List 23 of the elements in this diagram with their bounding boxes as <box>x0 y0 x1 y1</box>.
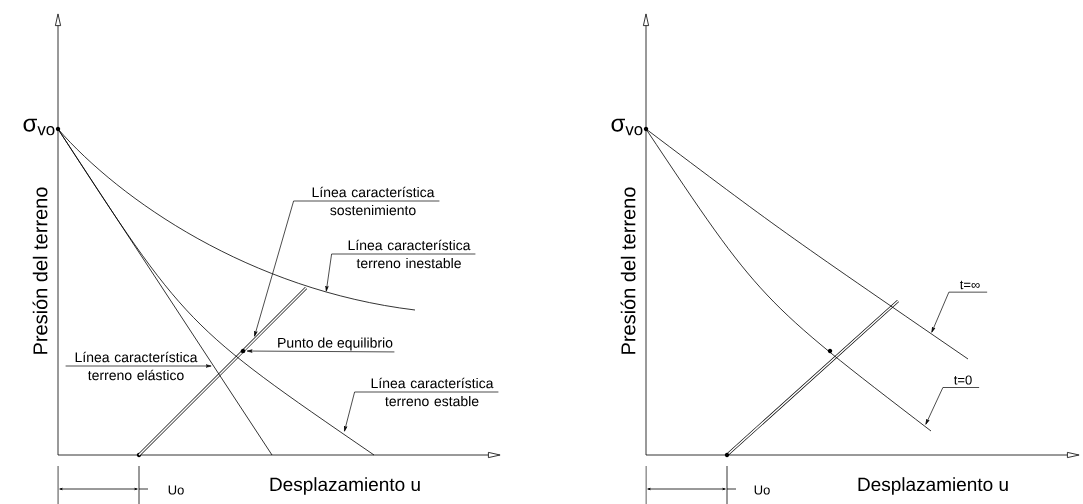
callout-text: Línea característica terreno inestable <box>348 239 471 269</box>
equilibrium-point <box>240 348 246 354</box>
axis-label: Desplazamiento u <box>270 477 420 495</box>
leader-line <box>925 387 980 425</box>
axis-label: Uo <box>168 485 184 495</box>
leader-line <box>246 349 395 353</box>
callout-text: Línea característica sostenimiento <box>312 186 435 216</box>
leader-line <box>931 291 988 333</box>
axis-label: σ$_{vo}$ <box>611 118 643 136</box>
axis-label: Presión del terreno <box>620 187 636 354</box>
leader-line <box>344 391 499 432</box>
curve <box>645 128 932 432</box>
leader-line <box>65 364 212 368</box>
axis-label: Desplazamiento u <box>858 477 1008 495</box>
callout-text: t=∞ <box>960 280 980 290</box>
axis-label: Presión del terreno <box>32 187 48 354</box>
axis-label: σ$_{vo}$ <box>23 118 55 136</box>
callout-text: t=0 <box>954 375 972 385</box>
callout-text: Punto de equilibrio <box>278 337 393 351</box>
leader-line <box>325 253 476 292</box>
leader-line <box>254 200 440 337</box>
axis-label: Uo <box>754 485 770 495</box>
callout-text: Línea característica terreno estable <box>371 377 494 407</box>
